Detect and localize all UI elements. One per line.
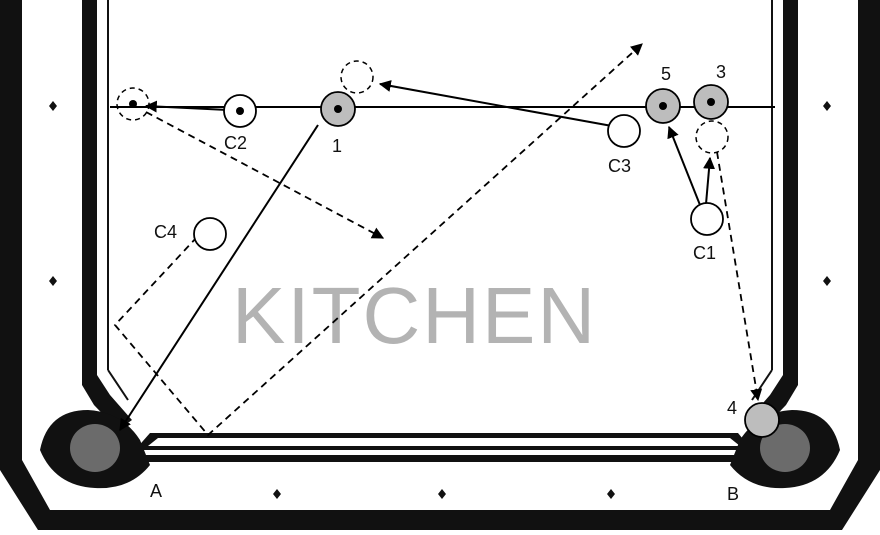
ghost-ball-left — [116, 87, 150, 121]
ball-1 — [320, 91, 356, 127]
shot-path-ball-1 — [119, 124, 319, 432]
cue-ball-c2 — [223, 94, 257, 128]
cue-ball-c3 — [607, 114, 641, 148]
ball-5 — [645, 88, 681, 124]
ghost-ball-top — [340, 60, 374, 94]
cue-ball-c1 — [690, 202, 724, 236]
ball-3 — [693, 84, 729, 120]
ball-1-label: 1 — [332, 136, 342, 156]
shot-path-c3 — [378, 80, 613, 127]
ghost-ball-right — [695, 120, 729, 154]
ball-5-label: 5 — [661, 64, 671, 84]
rail-diamonds — [49, 101, 831, 499]
shot-path-c2 — [144, 100, 229, 113]
kitchen-label: KITCHEN — [232, 271, 597, 360]
cue-c2-label: C2 — [224, 133, 247, 153]
ball-4 — [744, 402, 780, 438]
pocket-b-label: B — [727, 484, 739, 504]
right-rail — [748, 0, 798, 430]
carom-path-ghost — [145, 111, 385, 239]
cue-c4-label: C4 — [154, 222, 177, 242]
pocket-a-label: A — [150, 481, 162, 501]
ball-4-label: 4 — [727, 398, 737, 418]
cue-c3-label: C3 — [608, 156, 631, 176]
shot-path-c1-a — [667, 125, 701, 206]
kick-path-c4 — [113, 43, 643, 437]
cue-c1-label: C1 — [693, 243, 716, 263]
ball-3-label: 3 — [716, 62, 726, 82]
shot-path-c1-b — [703, 156, 716, 205]
left-rail — [82, 0, 132, 430]
path-ball-4 — [716, 151, 763, 402]
pocket-a — [40, 410, 150, 489]
cue-ball-c4 — [193, 217, 227, 251]
